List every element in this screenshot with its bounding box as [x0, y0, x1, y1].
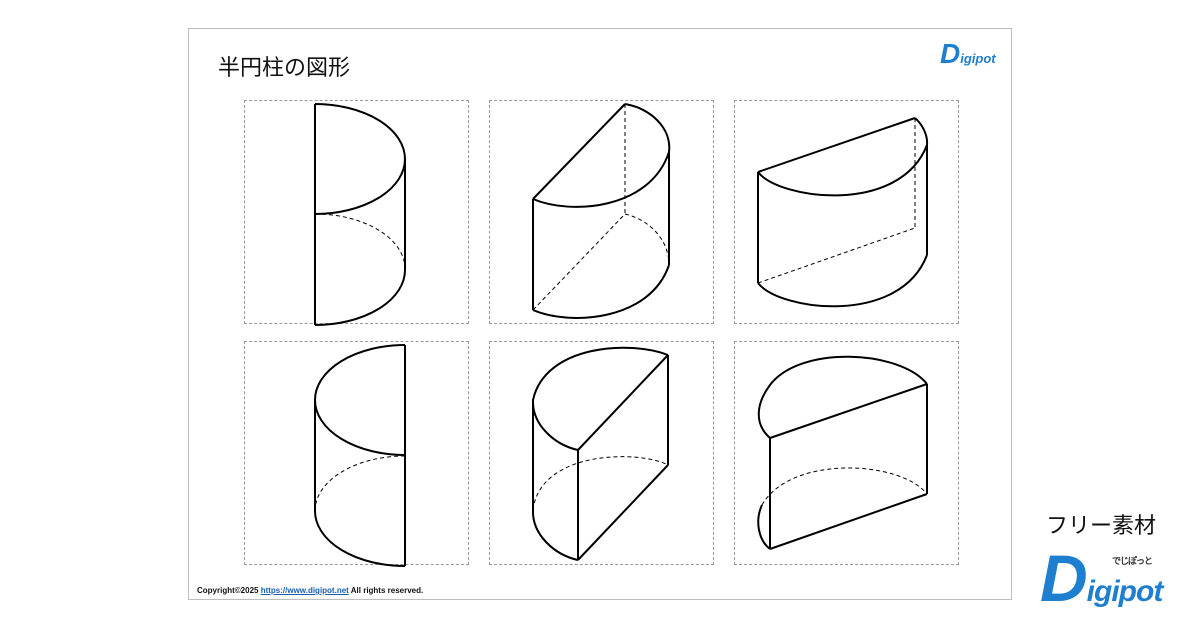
- website-link[interactable]: https://www.digipot.net: [260, 586, 349, 595]
- figure-panel-2: [489, 100, 714, 324]
- half-cylinder-6: [757, 355, 928, 550]
- figure-panel-6: [734, 341, 959, 565]
- figure-panel-3: [734, 100, 959, 324]
- half-cylinder-1: [314, 103, 406, 326]
- logo-kana: でじぽっと: [1112, 556, 1153, 566]
- logo-d: D: [940, 38, 961, 69]
- logo-text: igipot: [1086, 575, 1164, 608]
- copyright-text: Copyright©2025: [197, 586, 261, 595]
- digipot-logo-small: Digipot: [940, 38, 996, 70]
- figure-panel-1: [244, 100, 469, 324]
- free-material-label: フリー素材: [1046, 514, 1157, 539]
- figure-panel-5: [489, 341, 714, 565]
- digipot-logo-large: Digipot でじぽっと: [1040, 540, 1164, 616]
- logo-d: D: [1040, 541, 1088, 615]
- copyright-notice: Copyright©2025 https://www.digipot.net A…: [197, 586, 423, 595]
- slide-frame: [188, 28, 1012, 600]
- page-title: 半円柱の図形: [218, 56, 351, 81]
- logo-text: igipot: [960, 51, 996, 66]
- figure-panel-4: [244, 341, 469, 565]
- half-cylinder-2: [532, 103, 671, 319]
- half-cylinder-3: [757, 117, 929, 308]
- half-cylinder-5: [531, 346, 669, 561]
- half-cylinder-4: [314, 344, 406, 567]
- rights-text: All rights reserved.: [348, 586, 424, 595]
